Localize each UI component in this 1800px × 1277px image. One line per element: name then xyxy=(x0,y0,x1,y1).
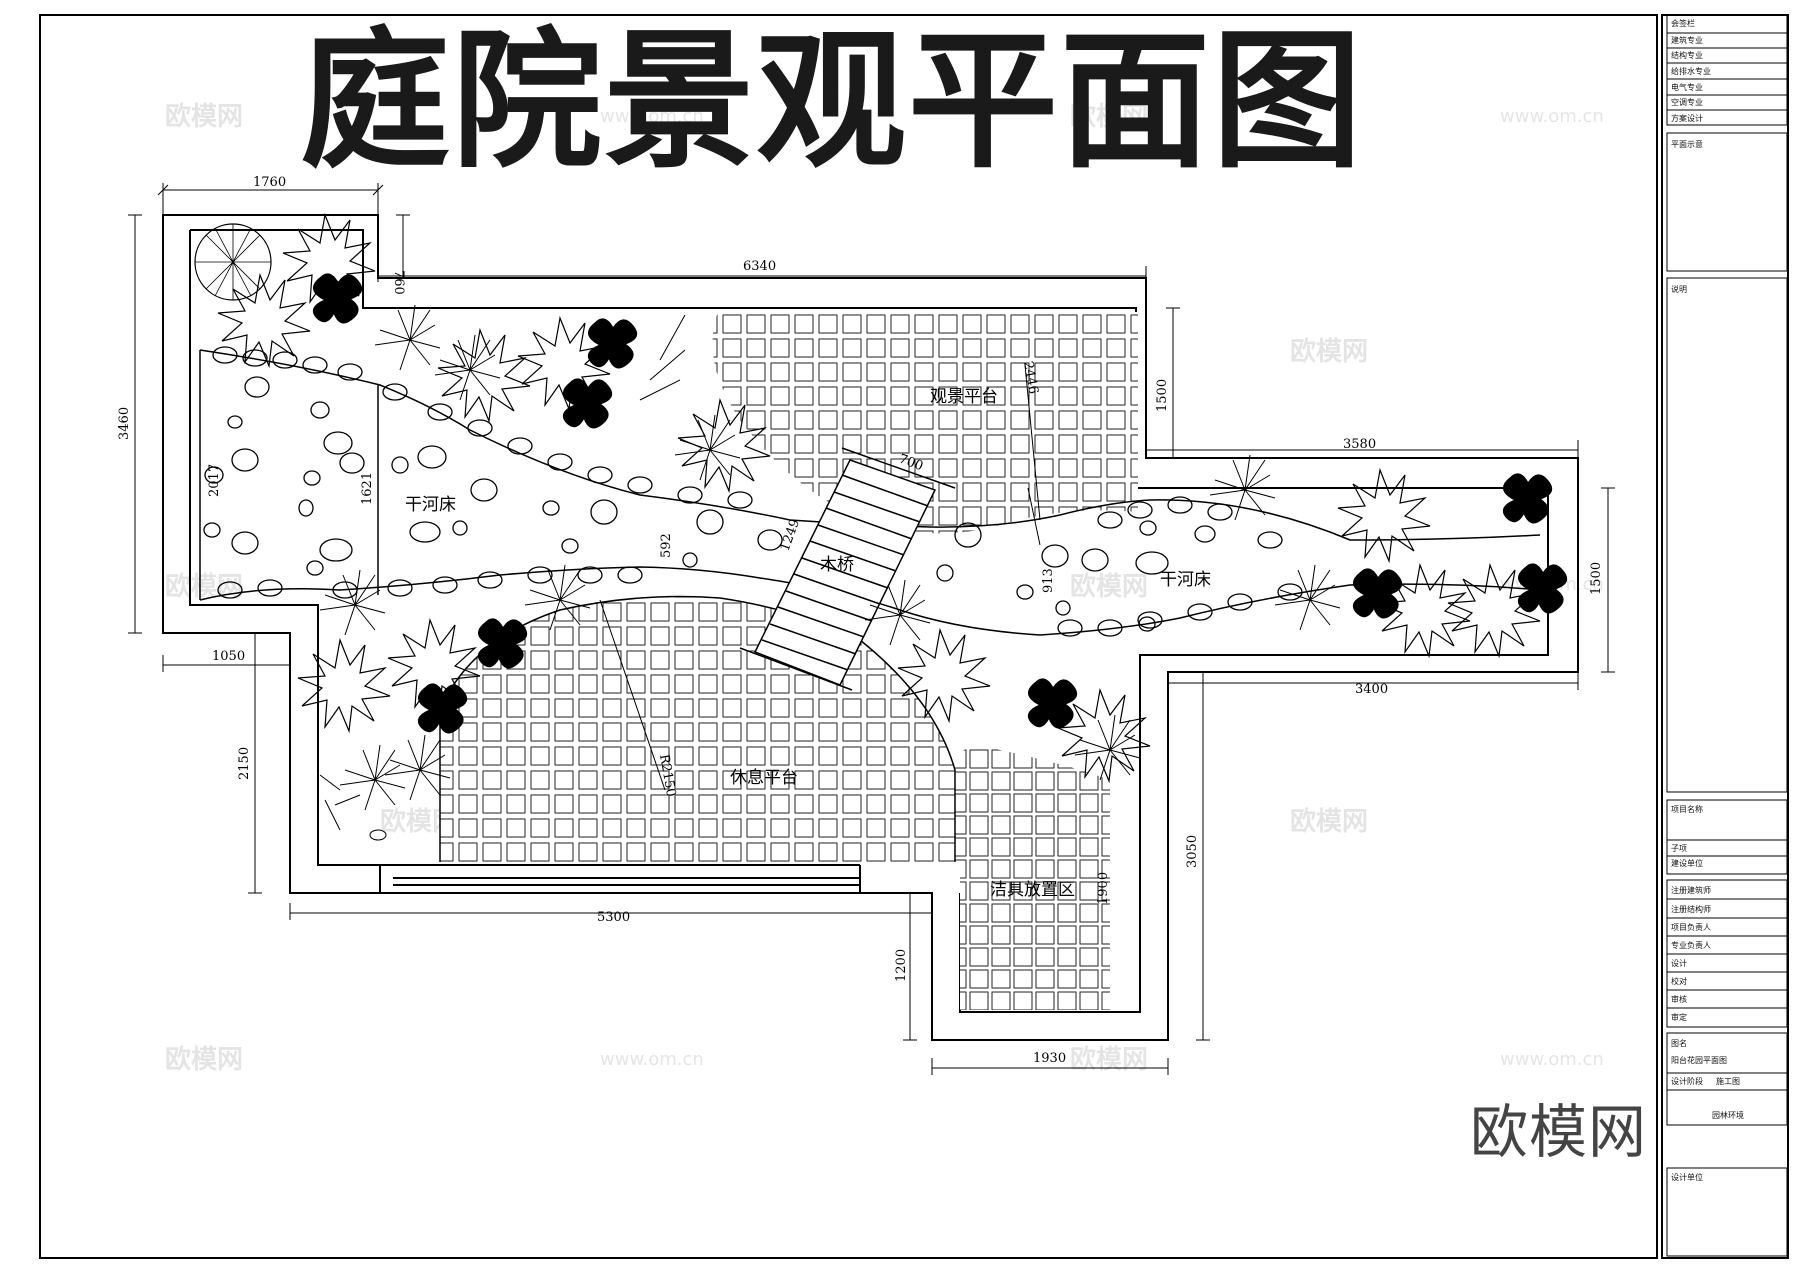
dim-5300: 5300 xyxy=(597,910,630,925)
dim-2017: 2017 xyxy=(207,464,222,497)
svg-text:www.om.cn: www.om.cn xyxy=(1500,106,1604,127)
dim-3580: 3580 xyxy=(1343,437,1376,452)
dim-1500-a: 1500 xyxy=(1155,379,1170,412)
svg-text:设计: 设计 xyxy=(1671,958,1687,968)
dim-1249: 1249 xyxy=(778,517,803,553)
brand-logo: 欧模网 xyxy=(1470,1098,1648,1166)
title-block xyxy=(1666,14,1788,1257)
svg-text:欧模网: 欧模网 xyxy=(165,571,243,602)
viewing-platform-paving xyxy=(712,312,1138,534)
label-wooden-bridge: 木桥 xyxy=(820,555,854,575)
svg-text:欧模网: 欧模网 xyxy=(1070,1044,1148,1075)
svg-text:欧模网: 欧模网 xyxy=(1290,336,1368,367)
svg-text:施工图: 施工图 xyxy=(1716,1076,1740,1086)
wooden-bridge xyxy=(739,447,956,691)
svg-text:审定: 审定 xyxy=(1671,1012,1687,1022)
svg-text:欧模网: 欧模网 xyxy=(1070,571,1148,602)
svg-text:www.om.cn: www.om.cn xyxy=(1500,1049,1604,1070)
plantings xyxy=(194,212,1568,841)
riverbed-pebbles xyxy=(203,346,1303,637)
dim-1930: 1930 xyxy=(1033,1051,1066,1066)
dim-913: 913 xyxy=(1041,568,1056,593)
svg-text:设计单位: 设计单位 xyxy=(1671,1172,1703,1182)
label-dry-riverbed-left: 干河床 xyxy=(405,495,456,515)
svg-text:电气专业: 电气专业 xyxy=(1671,82,1703,92)
svg-text:园林环境: 园林环境 xyxy=(1712,1110,1744,1120)
dim-6340: 6340 xyxy=(743,259,776,274)
svg-text:欧模网: 欧模网 xyxy=(165,1044,243,1075)
svg-text:项目名称: 项目名称 xyxy=(1671,804,1703,814)
svg-text:空调专业: 空调专业 xyxy=(1671,97,1703,107)
title-block-text: 会签栏 建筑专业 结构专业 给排水专业 电气专业 空调专业 方案设计 平面示意 … xyxy=(1671,18,1744,1182)
cleaning-area-paving xyxy=(954,747,1110,1010)
drawing-title: 庭院景观平面图 xyxy=(300,15,1365,189)
dim-1760: 1760 xyxy=(253,175,286,190)
svg-text:会签栏: 会签栏 xyxy=(1671,18,1695,28)
label-dry-riverbed-right: 干河床 xyxy=(1160,570,1211,590)
svg-text:阳台花园平面图: 阳台花园平面图 xyxy=(1671,1055,1727,1065)
svg-text:建设单位: 建设单位 xyxy=(1671,858,1703,868)
dim-3050: 3050 xyxy=(1185,835,1200,868)
svg-text:注册建筑师: 注册建筑师 xyxy=(1671,885,1711,895)
dim-2150: 2150 xyxy=(237,747,252,780)
dim-1500-b: 1500 xyxy=(1589,562,1604,595)
dim-1900: 1900 xyxy=(1096,872,1111,905)
svg-text:欧模网: 欧模网 xyxy=(1070,101,1148,132)
sheet-border xyxy=(39,14,1658,1259)
label-cleaning-area: 洁具放置区 xyxy=(990,880,1075,900)
dim-1200: 1200 xyxy=(894,949,909,982)
svg-text:方案设计: 方案设计 xyxy=(1671,113,1703,123)
dimension-texts: 1760 760 6340 3460 1500 1621 2017 592 12… xyxy=(117,175,1604,1066)
dim-r2150: R2150 xyxy=(656,753,678,798)
svg-text:图名: 图名 xyxy=(1671,1038,1687,1048)
dim-1621: 1621 xyxy=(360,472,375,505)
svg-text:注册结构师: 注册结构师 xyxy=(1671,904,1711,914)
dim-1050: 1050 xyxy=(212,649,245,664)
svg-text:审核: 审核 xyxy=(1671,994,1687,1004)
label-rest-platform: 休息平台 xyxy=(730,768,798,788)
svg-text:子项: 子项 xyxy=(1671,844,1687,853)
svg-text:www.om.cn: www.om.cn xyxy=(600,106,704,127)
svg-text:项目负责人: 项目负责人 xyxy=(1671,922,1711,932)
dim-592: 592 xyxy=(659,533,674,558)
svg-text:设计阶段: 设计阶段 xyxy=(1671,1076,1703,1086)
svg-text:www.om.cn: www.om.cn xyxy=(600,1049,704,1070)
svg-text:校对: 校对 xyxy=(1671,976,1687,986)
dimension-lines xyxy=(128,183,1615,1075)
area-labels: 观景平台 干河床 干河床 木桥 休息平台 洁具放置区 xyxy=(405,387,1211,900)
svg-text:欧模网: 欧模网 xyxy=(1290,806,1368,837)
dim-3400: 3400 xyxy=(1355,682,1388,697)
dim-2446: 2446 xyxy=(1020,360,1041,395)
dim-760: 760 xyxy=(391,270,406,295)
svg-text:说明: 说明 xyxy=(1671,284,1687,294)
svg-text:给排水专业: 给排水专业 xyxy=(1671,66,1711,76)
svg-text:欧模网: 欧模网 xyxy=(165,101,243,132)
label-viewing-platform: 观景平台 xyxy=(930,387,998,407)
svg-text:建筑专业: 建筑专业 xyxy=(1671,35,1703,45)
svg-text:平面示意: 平面示意 xyxy=(1671,139,1703,149)
svg-text:结构专业: 结构专业 xyxy=(1671,50,1703,60)
svg-text:专业负责人: 专业负责人 xyxy=(1671,940,1711,950)
dim-3460: 3460 xyxy=(117,407,132,440)
titleblock-border xyxy=(1661,14,1789,1259)
